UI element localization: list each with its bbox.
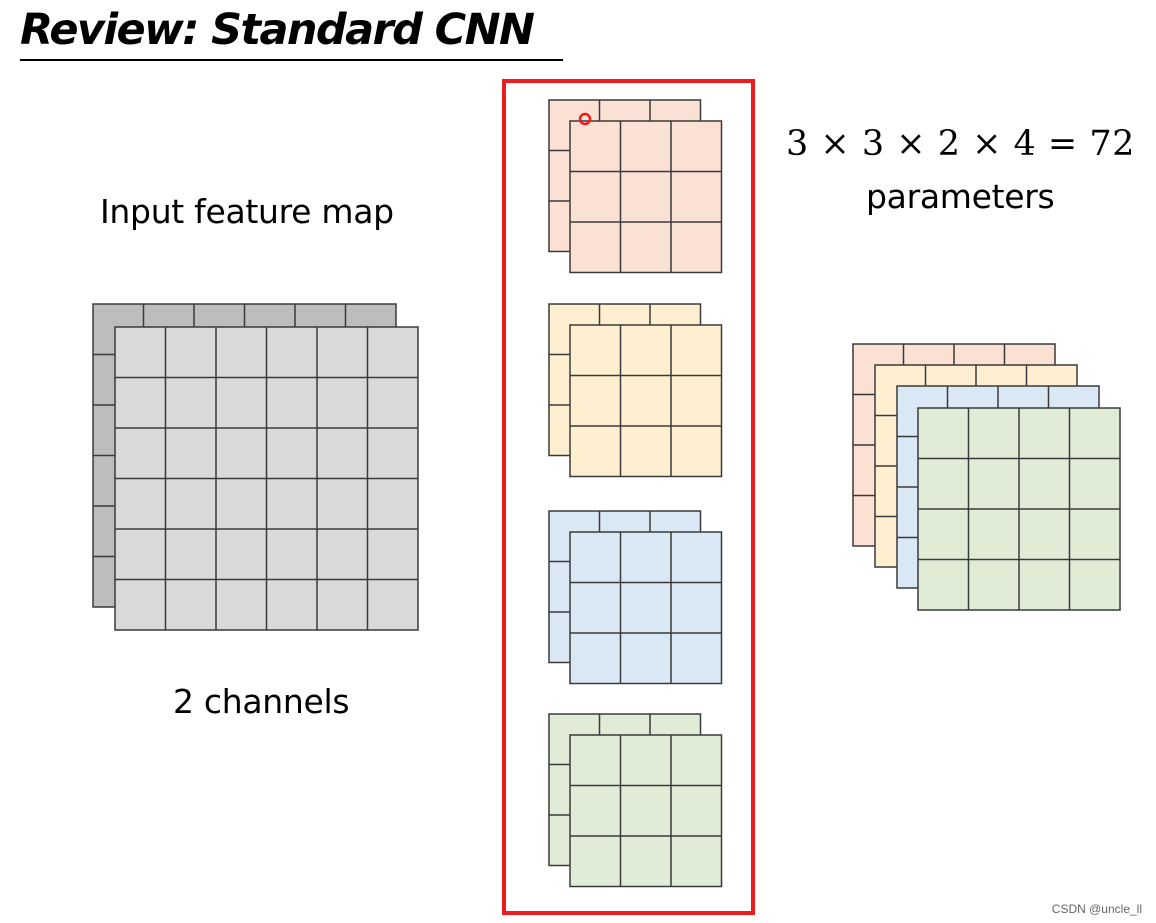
input-channel-front: [114, 326, 419, 631]
input-feature-map: [92, 303, 419, 631]
filter-4: [548, 713, 723, 888]
filter-1: [548, 99, 723, 274]
parameter-formula: 3 × 3 × 2 × 4 = 72: [786, 124, 1135, 164]
input-channels-label: 2 channels: [173, 682, 350, 721]
input-feature-map-label: Input feature map: [100, 192, 394, 231]
parameters-label: parameters: [866, 177, 1055, 216]
filter-1-channel-front: [569, 120, 723, 274]
filter-2: [548, 303, 723, 478]
title-underline: [20, 59, 563, 61]
filter-highlight-box: [502, 79, 755, 915]
filter-set: [502, 79, 755, 915]
watermark: CSDN @uncle_ll: [1051, 902, 1142, 916]
slide-title: Review: Standard CNN: [20, 5, 535, 55]
filter-3-channel-front: [569, 531, 723, 685]
filter-2-channel-front: [569, 324, 723, 478]
filter-3: [548, 510, 723, 685]
filter-4-channel-front: [569, 734, 723, 888]
output-channel-4: [917, 407, 1121, 611]
pointer-marker: [578, 112, 592, 126]
output-feature-map: [852, 343, 1121, 611]
